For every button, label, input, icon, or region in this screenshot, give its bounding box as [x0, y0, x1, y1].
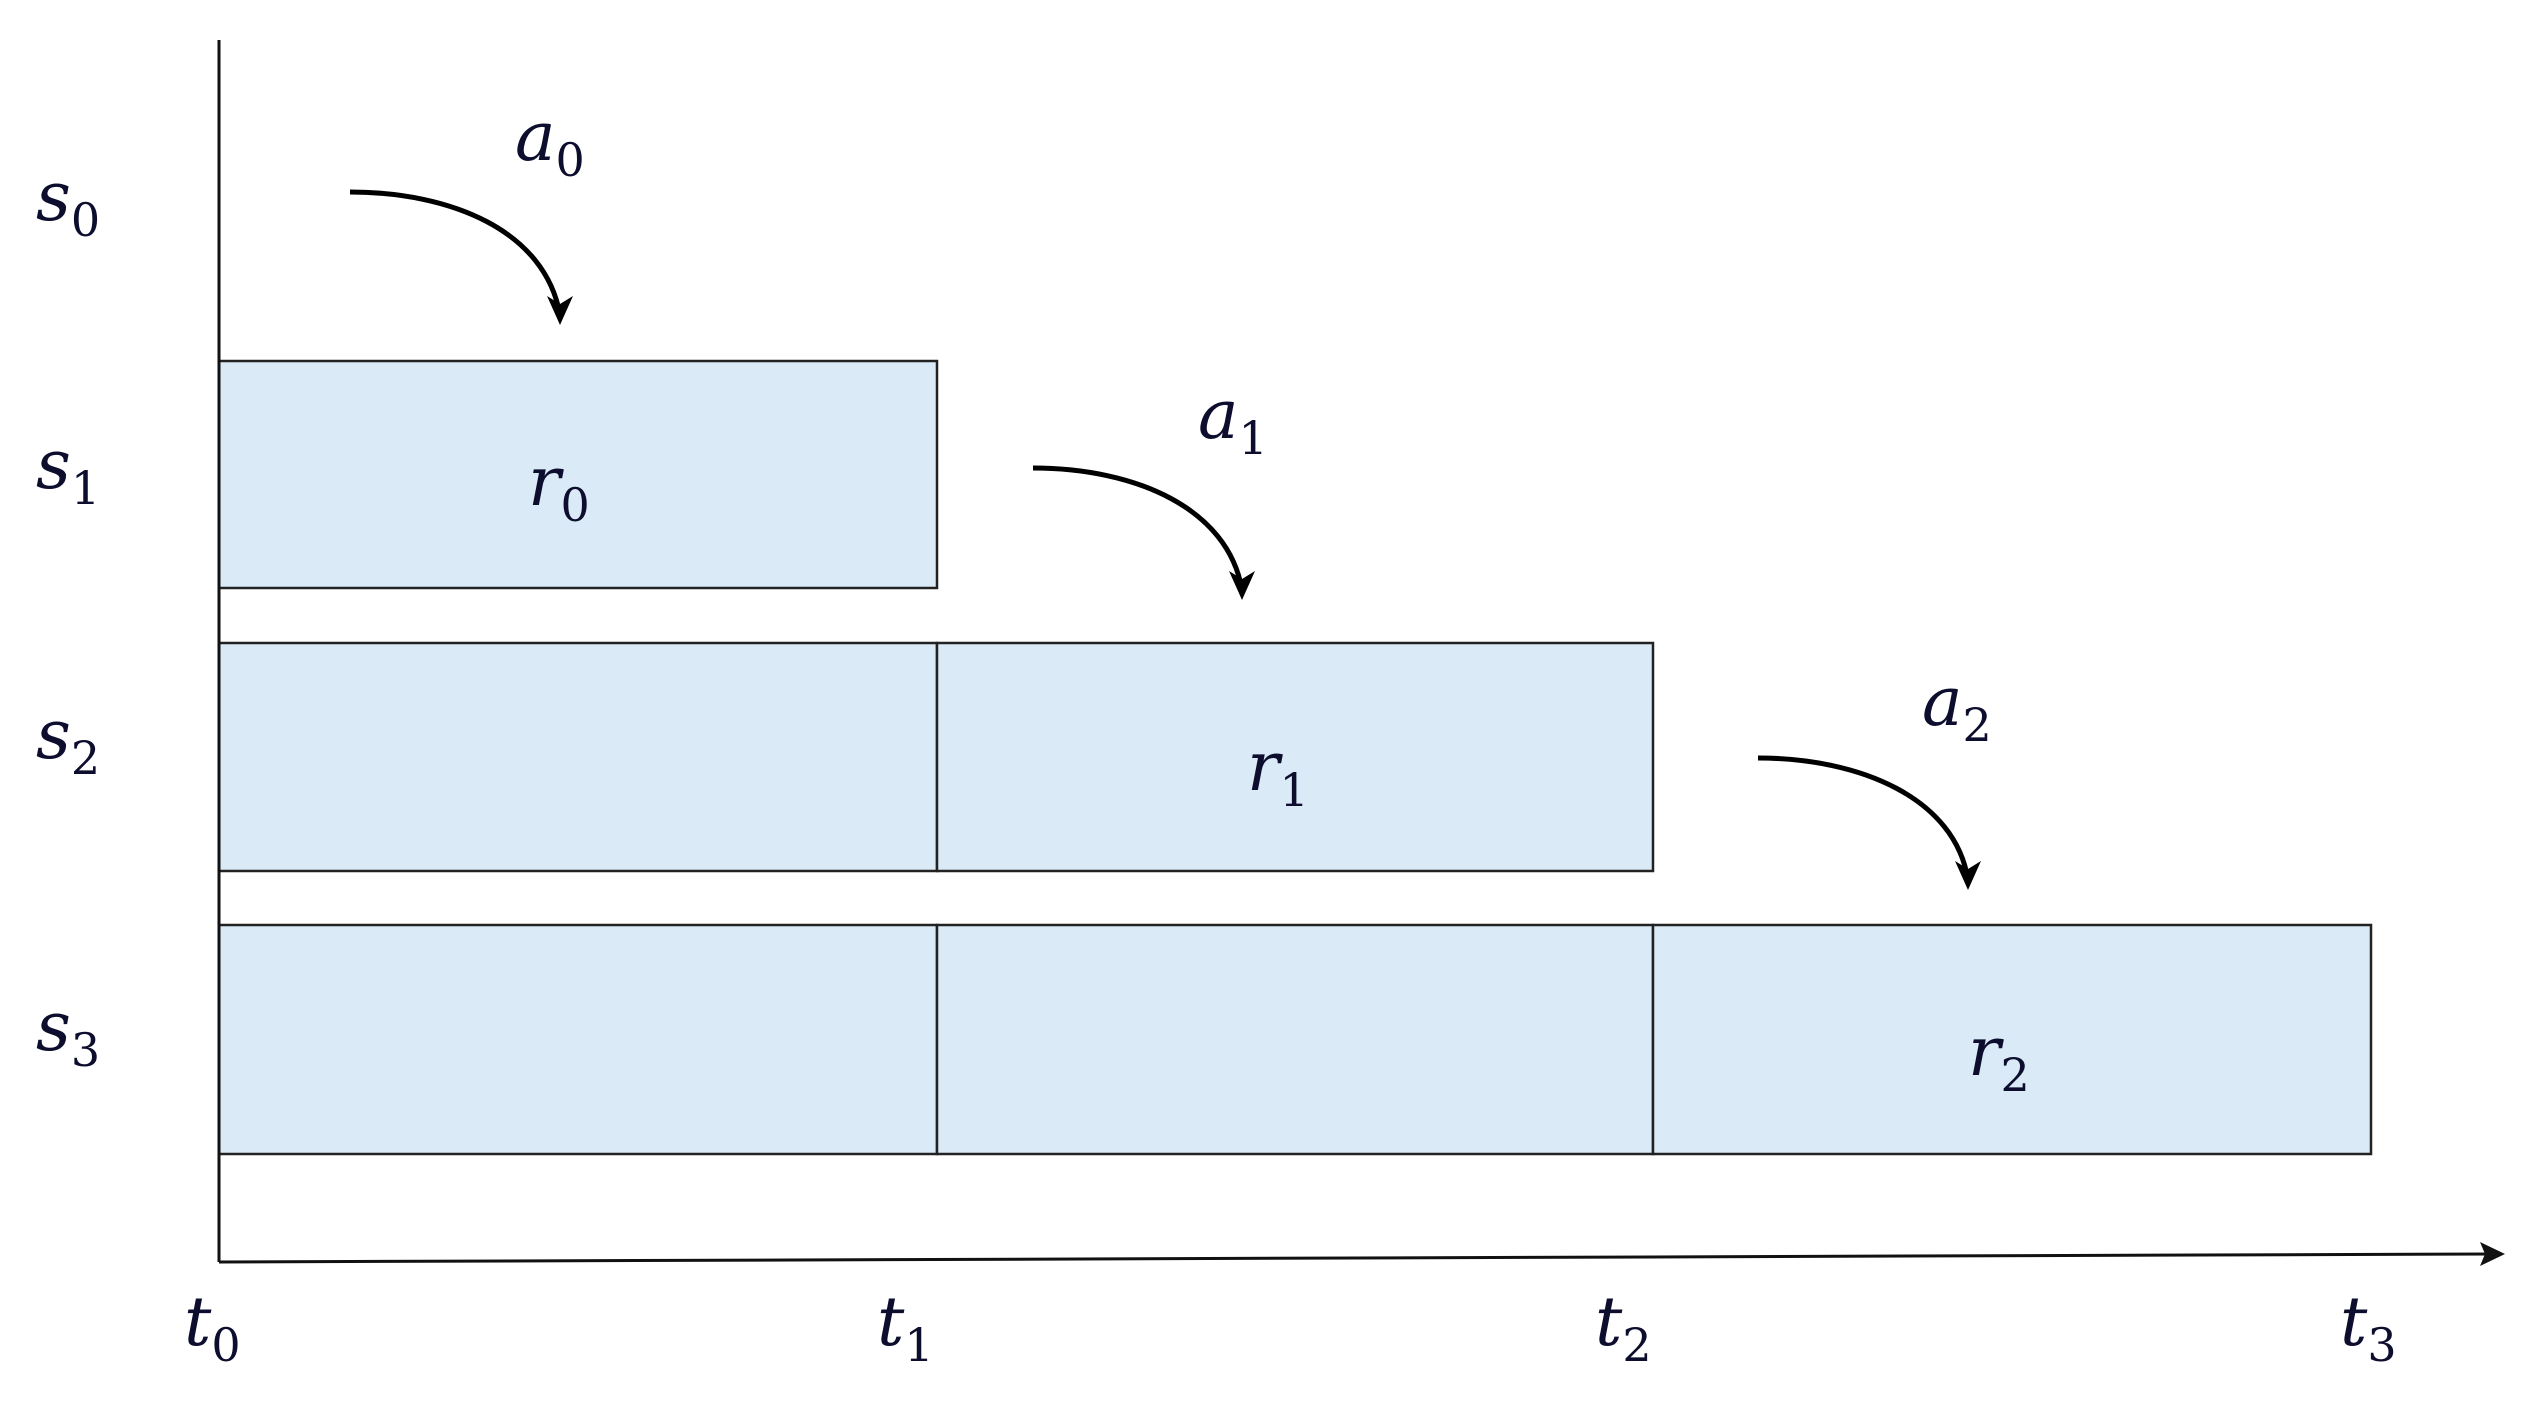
state-labels: s0 s1 s2 s3: [36, 158, 100, 1077]
action-arrowhead-2: [1955, 861, 1981, 890]
action-label-a2: a2: [1922, 663, 1992, 752]
reward-label-r2: r2: [1968, 1013, 2030, 1102]
cell-s3-t0: [217, 923, 939, 1156]
action-arrow-1: [1032, 465, 1245, 591]
time-label-t3: t3: [2340, 1283, 2397, 1372]
state-label-s3: s3: [36, 988, 100, 1077]
action-arrowhead-0: [547, 296, 573, 325]
action-arrowhead-1: [1229, 571, 1255, 600]
reward-labels: r0 r1 r2: [528, 443, 2030, 1102]
x-axis: [218, 1252, 2491, 1264]
time-labels: t0 t1 t2 t3: [184, 1283, 2397, 1372]
action-arrow-2: [1757, 755, 1971, 881]
state-label-s0: s0: [36, 158, 100, 247]
time-label-t1: t1: [877, 1283, 934, 1372]
cell-s1-t0: [217, 359, 939, 590]
cell-s2-t1: [935, 641, 1655, 873]
state-label-s2: s2: [36, 696, 100, 785]
time-label-t0: t0: [184, 1283, 241, 1372]
action-arrow-0: [349, 189, 563, 316]
x-axis-arrowhead: [2480, 1242, 2505, 1266]
cell-s3-t2: [1651, 923, 2373, 1156]
action-label-a0: a0: [515, 98, 585, 187]
action-label-a1: a1: [1198, 376, 1268, 465]
action-labels: a0 a1 a2: [515, 98, 1992, 752]
time-label-t2: t2: [1595, 1283, 1652, 1372]
cell-s2-t0: [217, 641, 939, 873]
state-label-s1: s1: [36, 426, 100, 515]
reward-cells: [217, 359, 2373, 1156]
reward-label-r1: r1: [1247, 728, 1309, 817]
reward-label-r0: r0: [528, 443, 590, 532]
cell-s3-t1: [935, 923, 1655, 1156]
